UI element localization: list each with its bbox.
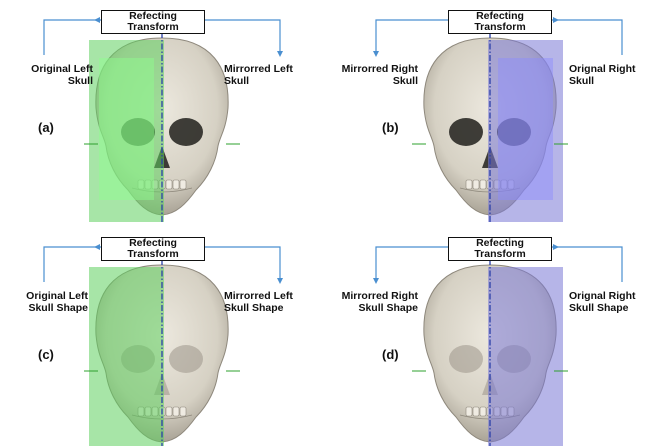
tooth [466, 180, 472, 189]
arrowhead-icon [373, 278, 379, 284]
panel-c: RefectingTransform Original LeftSkull Sh… [0, 223, 322, 446]
tooth [466, 407, 472, 416]
arrowhead-icon [553, 244, 559, 250]
tooth [473, 180, 479, 189]
reflection-plane [488, 267, 563, 446]
arrowhead-icon [553, 17, 559, 23]
plane-highlight [99, 58, 154, 200]
tooth [166, 180, 172, 189]
tooth [473, 407, 479, 416]
right-eye-socket [169, 118, 203, 146]
reflection-plane [89, 267, 164, 446]
panel-tag: (a) [38, 121, 54, 135]
left-connector-arrow [376, 20, 448, 55]
left-label: Original LeftSkull Shape [26, 290, 88, 314]
right-eye-socket [169, 345, 203, 373]
panel-tag: (d) [382, 348, 399, 362]
left-eye-socket [449, 345, 483, 373]
arrowhead-icon [277, 278, 283, 284]
right-label: Mirrorred LeftSkull [224, 63, 293, 87]
right-connector-arrow [205, 20, 280, 55]
tooth [180, 180, 186, 189]
arrowhead-icon [94, 244, 100, 250]
tooth [480, 407, 486, 416]
left-label: Original LeftSkull [31, 63, 93, 87]
left-eye-socket [449, 118, 483, 146]
reflecting-transform-box: RefectingTransform [101, 10, 205, 34]
tooth [180, 407, 186, 416]
arrowhead-icon [373, 51, 379, 57]
tooth [480, 180, 486, 189]
panel-d: RefectingTransform Mirrorred RightSkull … [322, 223, 644, 446]
tooth [173, 180, 179, 189]
panel-tag: (c) [38, 348, 54, 362]
reflecting-transform-box: RefectingTransform [101, 237, 205, 261]
left-connector-arrow [376, 247, 448, 282]
right-label: Orignal RightSkull Shape [569, 290, 636, 314]
right-connector-arrow [205, 247, 280, 282]
tooth [166, 407, 172, 416]
right-label: Orignal RightSkull [569, 63, 636, 87]
left-label: Mirrorred RightSkull [342, 63, 418, 87]
reflecting-transform-box: RefectingTransform [448, 237, 552, 261]
arrowhead-icon [94, 17, 100, 23]
panel-tag: (b) [382, 121, 399, 135]
right-label: Mirrorred LeftSkull Shape [224, 290, 293, 314]
panel-b: RefectingTransform Mirrorred RightSkull … [322, 0, 644, 223]
panel-a: RefectingTransform Original LeftSkull Mi… [0, 0, 322, 223]
arrowhead-icon [277, 51, 283, 57]
tooth [173, 407, 179, 416]
reflecting-transform-box: RefectingTransform [448, 10, 552, 34]
left-label: Mirrorred RightSkull Shape [342, 290, 418, 314]
plane-highlight [498, 58, 553, 200]
